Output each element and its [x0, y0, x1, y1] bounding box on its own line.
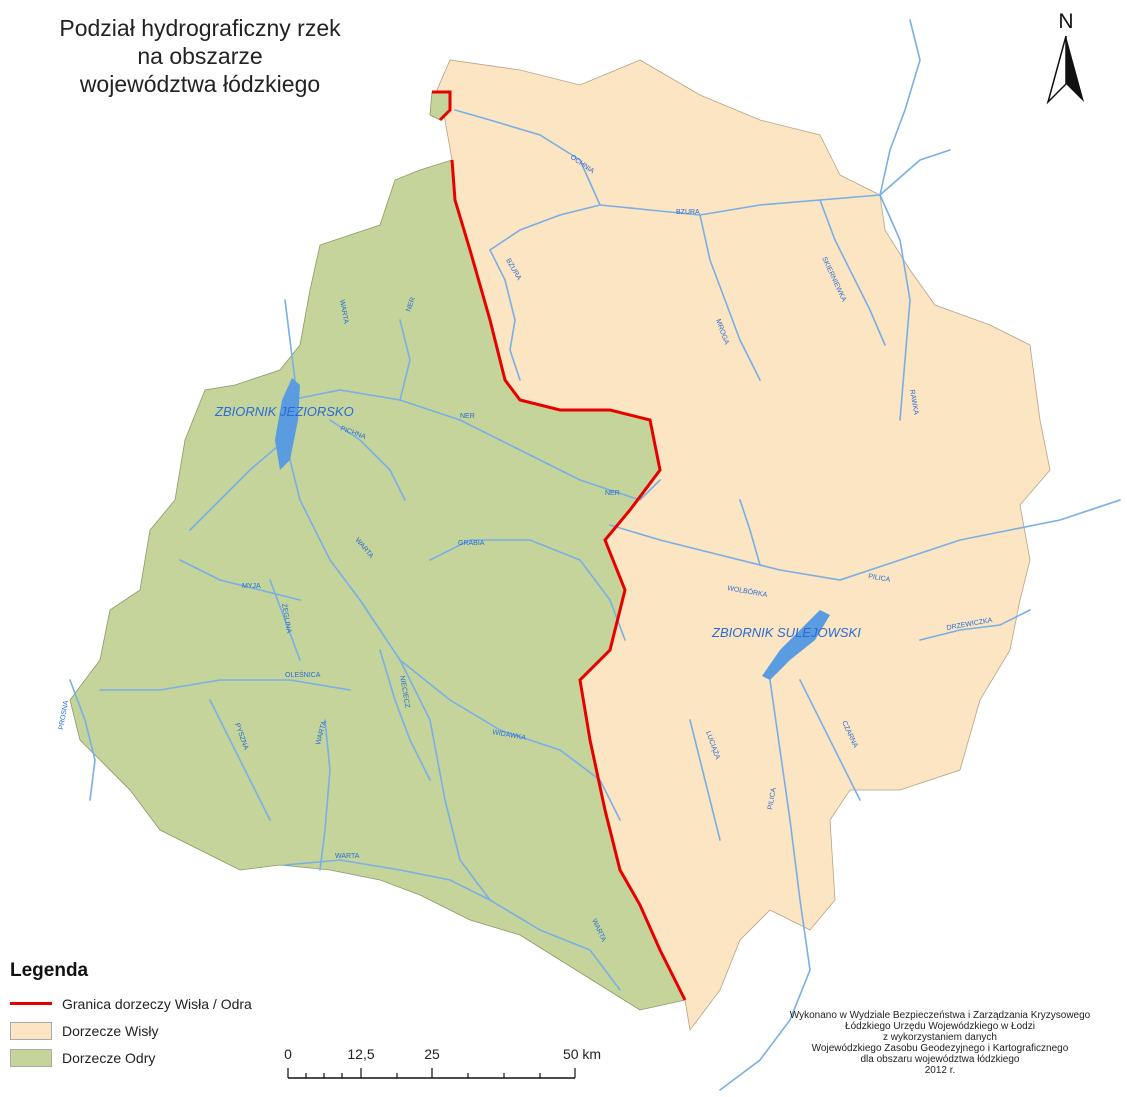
nieciecz-river [379, 649, 431, 781]
scale-label-50: 50 km [562, 1046, 602, 1062]
credits-line-3: z wykorzystaniem danych [883, 1032, 997, 1043]
myja-river [179, 559, 301, 601]
title-line-1: Podział hydrograficzny rzek [59, 15, 341, 41]
czarna-river [799, 679, 861, 801]
sulejowski-lake [762, 610, 830, 680]
credits-line-2: Łódzkiego Urzędu Wojewódzkiego w Łodzi [845, 1021, 1035, 1032]
ner-north-river [399, 319, 411, 401]
bzura-label-1: BZURA [676, 209, 700, 216]
scale-label-12-5: 12,5 [347, 1046, 375, 1062]
mroga-river [699, 214, 761, 381]
pichna-river [329, 419, 406, 501]
legend-wisla-swatch [10, 1021, 52, 1040]
pilica-river [609, 499, 1121, 581]
credits-line-1: Wykonano w Wydziale Bezpieczeństwa i Zar… [789, 1010, 1091, 1021]
basin-boundary-line [450, 159, 687, 1001]
scale-label-25: 25 [424, 1046, 440, 1062]
rawka-river [879, 194, 911, 421]
river-network [69, 19, 1121, 1091]
north-arrow-icon [1046, 35, 1084, 105]
north-river [879, 19, 921, 196]
legend-item-boundary: Granica dorzeczy Wisła / Odra [10, 990, 310, 1017]
legend-title: Legenda [10, 960, 89, 981]
legend-boundary-swatch [10, 1002, 52, 1005]
rawka-label: RAWKA [908, 389, 919, 416]
grabia-label: GRABIA [458, 540, 485, 547]
legend-wisla-label: Dorzecze Wisły [62, 1022, 159, 1039]
prosna-river [69, 679, 96, 801]
legend-item-wisla: Dorzecze Wisły [10, 1017, 310, 1044]
grabia-river [429, 539, 626, 641]
pilica-label-1: PILICA [868, 573, 891, 584]
south-river [719, 969, 811, 1091]
sulejowski-label: ZBIORNIK SULEJOWSKI [711, 625, 861, 640]
olesnica-label: OLEŚNICA [285, 670, 321, 679]
pyszna-river [209, 699, 271, 821]
credits-line-6: 2012 r. [924, 1065, 956, 1076]
ner-label-3: NER [605, 490, 620, 497]
widawka-river [399, 659, 621, 821]
ner-label-1: NER [405, 296, 417, 312]
zeglina-river [269, 579, 301, 661]
wolborka-river [739, 499, 761, 566]
credits-line-4: Wojewódzkiego Zasobu Geodezyjnego i Kart… [811, 1043, 1069, 1054]
luciaza-river [689, 719, 721, 841]
jeziorsko-lake [275, 378, 300, 470]
warta-label-4: WARTA [335, 853, 360, 860]
warta-river [284, 439, 621, 991]
warta-label-1: WARTA [338, 299, 349, 325]
title-line-2: na obszarze [137, 43, 263, 69]
warta-central-river [319, 719, 331, 871]
warta-west-river [189, 439, 286, 531]
map-title: Podział hydrograficzny rzek na obszarze … [20, 14, 380, 98]
jeziorsko-label: ZBIORNIK JEZIORSKO [214, 404, 354, 419]
ner-label-2: NER [460, 413, 475, 420]
legend-boundary-label: Granica dorzeczy Wisła / Odra [62, 995, 252, 1012]
prosna-label: PROSNA [58, 700, 70, 731]
basin-boundary-north-line [432, 90, 452, 122]
map-credits: Wykonano w Wydziale Bezpieczeństwa i Zar… [760, 1010, 1120, 1076]
ner-river [289, 389, 661, 501]
legend-odra-label: Dorzecze Odry [62, 1049, 156, 1066]
myja-label: MYJA [242, 583, 261, 590]
pilica-south-river [769, 679, 811, 971]
north-label: N [1058, 10, 1074, 33]
pilica-label-2: PILICA [767, 787, 778, 810]
scale-bar-graphic [287, 1068, 576, 1079]
legend-item-odra: Dorzecze Odry [10, 1044, 310, 1071]
scale-label-0: 0 [284, 1046, 292, 1062]
olesnica-river [99, 679, 351, 691]
ochnia-river [454, 109, 601, 206]
north-arrow: N [1044, 10, 1088, 111]
title-line-3: województwa łódzkiego [79, 71, 321, 97]
drzewiczka-river [919, 609, 1031, 641]
legend: Legenda Granica dorzeczy Wisła / Odra Do… [10, 960, 310, 1071]
bzura-upper-river [489, 249, 521, 381]
skierniewka-river [819, 199, 886, 346]
legend-odra-swatch [10, 1048, 52, 1067]
credits-line-5: dla obszaru województwa łódzkiego [860, 1054, 1020, 1065]
scale-bar: 0 12,5 25 50 km [280, 1046, 602, 1086]
